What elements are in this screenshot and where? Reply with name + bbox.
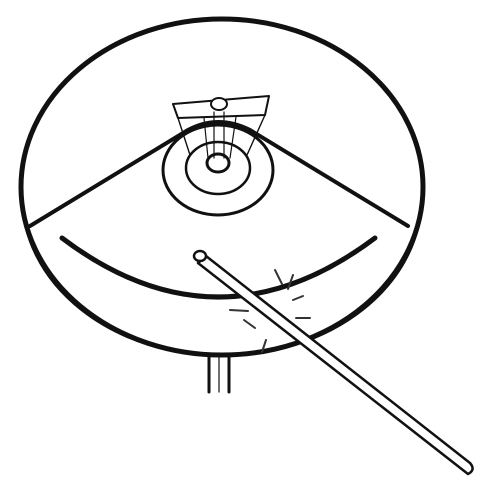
drumstick-tip	[194, 251, 206, 261]
stand-pipe	[209, 357, 229, 392]
cymbal-pad	[21, 19, 423, 355]
wing-nut-knob	[211, 98, 227, 110]
cymbal-bell-inner	[207, 154, 229, 172]
impact-mark	[230, 310, 248, 311]
